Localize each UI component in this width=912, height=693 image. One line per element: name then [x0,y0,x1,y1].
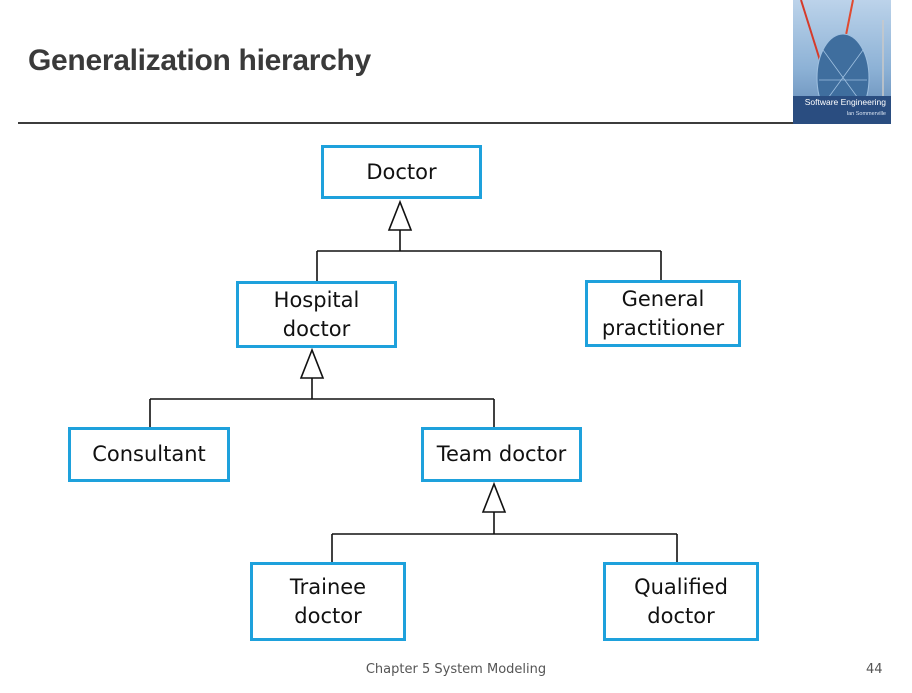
class-qualified-doctor-label: Qualified doctor [634,574,728,628]
class-qualified-doctor: Qualified doctor [603,562,759,641]
page-number: 44 [866,662,883,677]
class-team-doctor-label: Team doctor [436,442,567,466]
book-cover-image: Software Engineering Ian Sommerville [793,0,891,124]
cover-caption: Software Engineering Ian Sommerville [793,96,891,124]
cover-author: Ian Sommerville [846,111,886,117]
class-consultant-label: Consultant [92,442,206,466]
class-hospital-doctor: Hospital doctor [236,281,397,348]
class-general-practitioner: General practitioner [585,280,741,347]
generalization-arrowhead-doctor [387,199,413,231]
cover-title: Software Engineering [804,97,886,107]
generalization-arrowhead-team-doctor [481,481,507,513]
class-doctor-label: Doctor [366,159,437,184]
class-team-doctor: Team doctor [421,427,582,482]
class-general-practitioner-label: General practitioner [601,286,725,340]
slide-footer: Chapter 5 System Modeling [365,662,547,677]
class-doctor: Doctor [321,145,482,199]
class-consultant: Consultant [68,427,230,482]
class-trainee-doctor-label: Trainee doctor [289,574,367,628]
class-trainee-doctor: Trainee doctor [250,562,406,641]
generalization-arrowhead-hospital-doctor [299,347,325,379]
slide-title: Generalization hierarchy [28,44,371,77]
class-hospital-doctor-label: Hospital doctor [273,287,360,341]
title-divider [18,122,793,124]
